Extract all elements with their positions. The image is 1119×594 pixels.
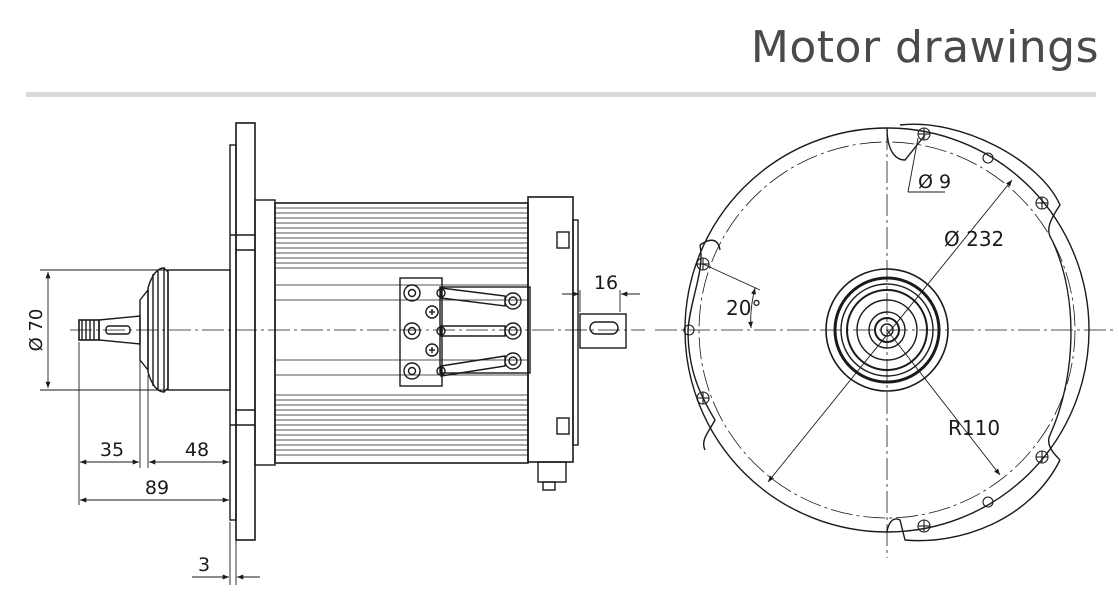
side-view: [40, 122, 645, 585]
dim-shaft-diameter: Ø 70: [26, 309, 47, 352]
dim-16: 16: [594, 272, 618, 294]
shaft: [78, 315, 141, 345]
flange: [229, 122, 276, 541]
dim-radius: R110: [948, 416, 1000, 440]
terminal-block: [399, 277, 531, 387]
front-view: [655, 123, 1115, 558]
bolt-holes: [683, 127, 1049, 533]
title-divider: [26, 92, 1096, 97]
dim-35: 35: [100, 439, 124, 461]
dim-48: 48: [185, 439, 209, 461]
page-title: Motor drawings: [750, 22, 1099, 73]
end-cap: [527, 196, 627, 491]
dim-bolt-hole: Ø 9: [918, 171, 951, 193]
dim-3: 3: [198, 554, 210, 576]
dimension-lines: [40, 269, 640, 585]
motor-body: [274, 202, 529, 464]
dim-pitch-circle: Ø 232: [944, 227, 1004, 251]
dim-angle: 20°: [726, 296, 761, 320]
dim-89: 89: [145, 477, 169, 499]
